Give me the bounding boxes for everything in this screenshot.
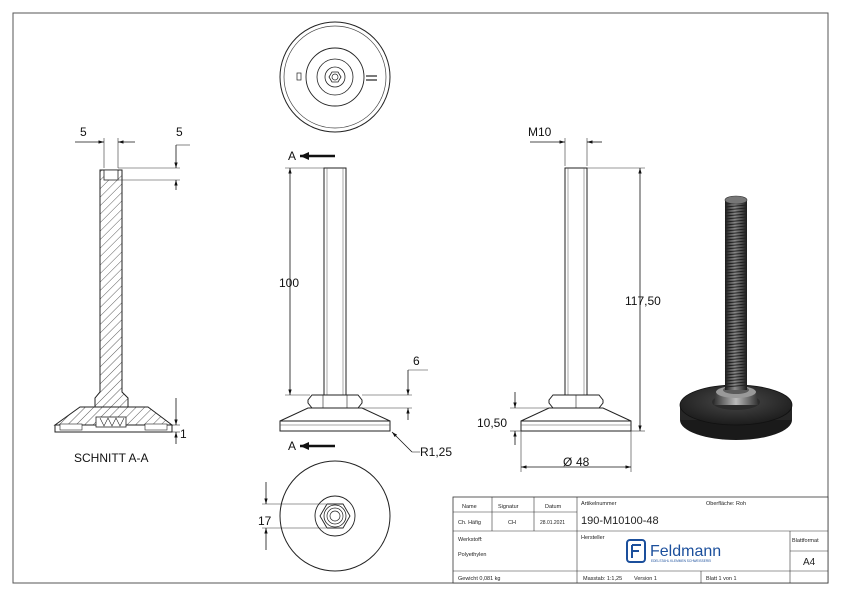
side-view: M10 117,50 10,50 Ø 48 <box>477 125 661 472</box>
dim-1: 1 <box>180 427 187 441</box>
blatt: Blatt 1 von 1 <box>706 576 737 582</box>
dim-100: 100 <box>279 276 299 290</box>
artikelnummer-label: Artikelnummer <box>581 501 617 507</box>
dim-radius: R1,25 <box>420 445 452 459</box>
blattformat-value: A4 <box>803 557 816 568</box>
dim-117-50: 117,50 <box>625 294 661 308</box>
signatur-value: CH <box>508 520 516 526</box>
werkstoff-value: Polyethylen <box>458 552 486 558</box>
bottom-view: 17 <box>258 460 391 572</box>
datum-value: 28.01.2021 <box>540 520 565 526</box>
gewicht: Gewicht 0,081 kg <box>458 576 501 582</box>
feldmann-logo: Feldmann EDELSTAHL KLEMMEN SCHWEISSEREI <box>626 539 721 563</box>
datum-header: Datum <box>545 504 562 510</box>
top-view <box>279 21 391 133</box>
logo-subtext: EDELSTAHL KLEMMEN SCHWEISSEREI <box>651 559 711 563</box>
dim-left-5: 5 <box>80 125 87 139</box>
dim-10-50: 10,50 <box>477 416 507 430</box>
dim-right-5: 5 <box>176 125 183 139</box>
title-block: Name Signatur Datum Ch. Häfig CH 28.01.2… <box>452 496 829 584</box>
front-view: A A 100 6 R1,25 <box>279 149 452 459</box>
section-mark-top: A <box>288 149 296 163</box>
dim-diameter: 48 <box>576 455 590 469</box>
oberflaeche-label: Oberfläche: Roh <box>706 501 746 507</box>
section-mark-bottom: A <box>288 439 296 453</box>
dim-17: 17 <box>258 514 272 528</box>
dim-6: 6 <box>413 354 420 368</box>
name-value: Ch. Häfig <box>458 520 481 526</box>
dim-m10: M10 <box>528 125 552 139</box>
name-header: Name <box>462 504 477 510</box>
section-view: 5 5 1 SCHNITT A-A <box>53 125 190 465</box>
massstab: Masstab: 1:1,25 <box>583 576 622 582</box>
hersteller-label: Hersteller <box>581 535 605 541</box>
blattformat-label: Blattformat <box>792 538 819 544</box>
artikelnummer-value: 190-M10100-48 <box>581 515 659 527</box>
signatur-header: Signatur <box>498 504 519 510</box>
diameter-symbol: Ø <box>563 455 572 469</box>
werkstoff-label: Werkstoff: <box>458 537 483 543</box>
version: Version 1 <box>634 576 657 582</box>
section-caption: SCHNITT A-A <box>74 451 148 465</box>
product-render <box>679 195 793 440</box>
drawing-frame <box>12 12 829 584</box>
logo-text: Feldmann <box>650 543 721 560</box>
